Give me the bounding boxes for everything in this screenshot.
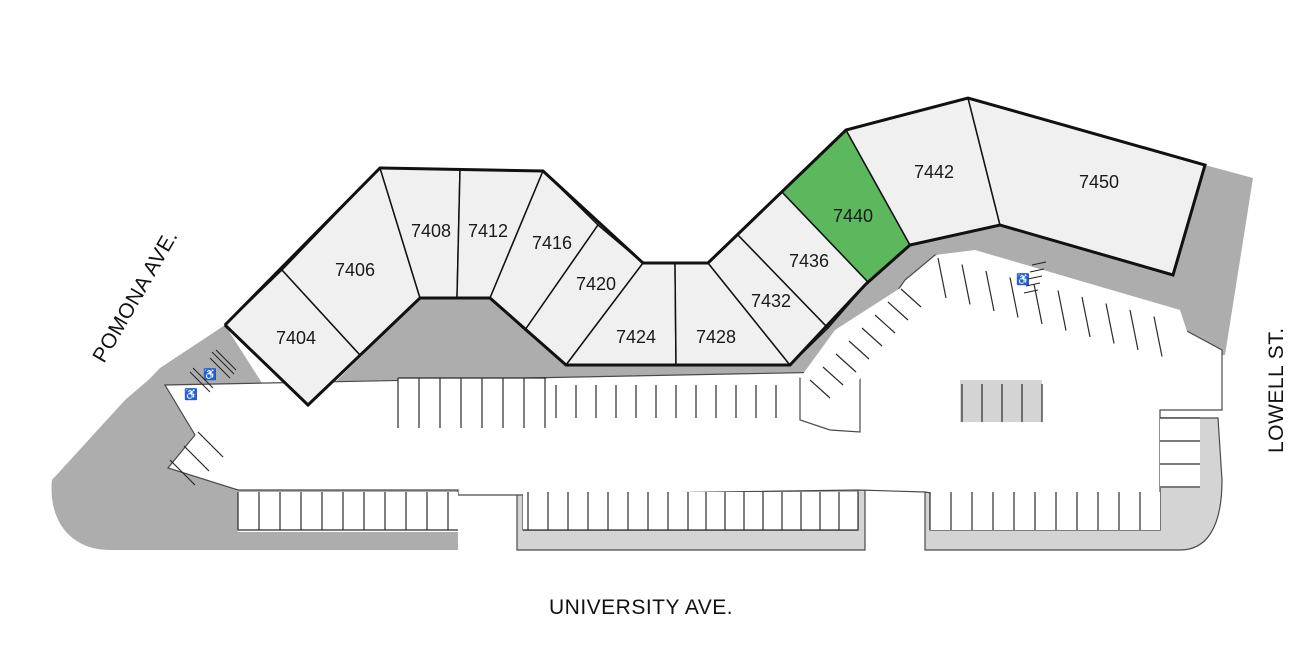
parking-stall-line xyxy=(937,257,947,299)
parking-stall-line xyxy=(809,379,831,399)
parking-stall-line xyxy=(985,270,995,312)
stall-row-c xyxy=(238,492,458,532)
unit-labels: 7404 7406 7408 7412 7416 7420 7424 7428 … xyxy=(276,162,1119,348)
parking-stall-line xyxy=(848,340,870,360)
drive-aisles xyxy=(163,250,1223,532)
accessible-parking-icon: ♿ xyxy=(203,368,217,381)
unit-label-7428: 7428 xyxy=(696,327,736,347)
stall-row-i xyxy=(800,285,920,392)
unit-label-7432: 7432 xyxy=(751,291,791,311)
stall-row-b xyxy=(548,385,794,430)
unit-label-7450: 7450 xyxy=(1079,172,1119,192)
unit-label-7412: 7412 xyxy=(468,221,508,241)
stall-row-h xyxy=(935,250,1190,340)
stall-row-f xyxy=(960,380,1042,422)
parking-stall-line xyxy=(861,327,883,347)
building-outline xyxy=(223,96,1207,408)
unit-label-7420: 7420 xyxy=(576,274,616,294)
accessible-parking: ♿ ♿ ♿ xyxy=(184,261,1047,401)
parking-stall-line xyxy=(197,431,224,458)
stall-row-e xyxy=(930,492,1160,530)
parking-stall-line xyxy=(887,301,909,321)
parking-stall-line xyxy=(961,264,971,305)
street-label-pomona: POMONA AVE. xyxy=(88,226,182,366)
unit-label-7404: 7404 xyxy=(276,328,316,348)
parking-stall-line xyxy=(1153,316,1163,357)
unit-label-7406: 7406 xyxy=(335,260,375,280)
parking-stall-line xyxy=(1129,309,1139,351)
parking-stall-line xyxy=(1009,277,1019,318)
parking-stall-line xyxy=(835,353,857,373)
parking-stall-line xyxy=(822,366,844,386)
street-label-university: UNIVERSITY AVE. xyxy=(549,596,733,619)
unit-label-7440: 7440 xyxy=(833,206,873,226)
parking-stall-line xyxy=(1081,296,1091,338)
unit-label-7436: 7436 xyxy=(789,251,829,271)
street-label-lowell: LOWELL ST. xyxy=(1265,327,1288,453)
parking-stall-line xyxy=(169,459,196,486)
parking-stall-line xyxy=(1105,303,1115,344)
unit-label-7424: 7424 xyxy=(616,327,656,347)
parking-stall-line xyxy=(900,288,922,308)
stall-row-g xyxy=(1160,418,1200,488)
unit-label-7408: 7408 xyxy=(411,221,451,241)
stall-row-d xyxy=(523,492,858,530)
parking-stalls xyxy=(169,257,1200,531)
accessible-parking-icon: ♿ xyxy=(184,388,198,401)
accessible-aisle-hatch xyxy=(189,261,1047,393)
unit-label-7442: 7442 xyxy=(914,162,954,182)
unit-label-7416: 7416 xyxy=(532,233,572,253)
parking-stall-line xyxy=(874,314,896,334)
building-footprint xyxy=(223,96,1207,408)
accessible-parking-icon: ♿ xyxy=(1016,273,1030,286)
parking-stall-line xyxy=(1057,290,1067,331)
parking-stall-line xyxy=(183,445,210,472)
stall-row-a xyxy=(398,378,546,428)
